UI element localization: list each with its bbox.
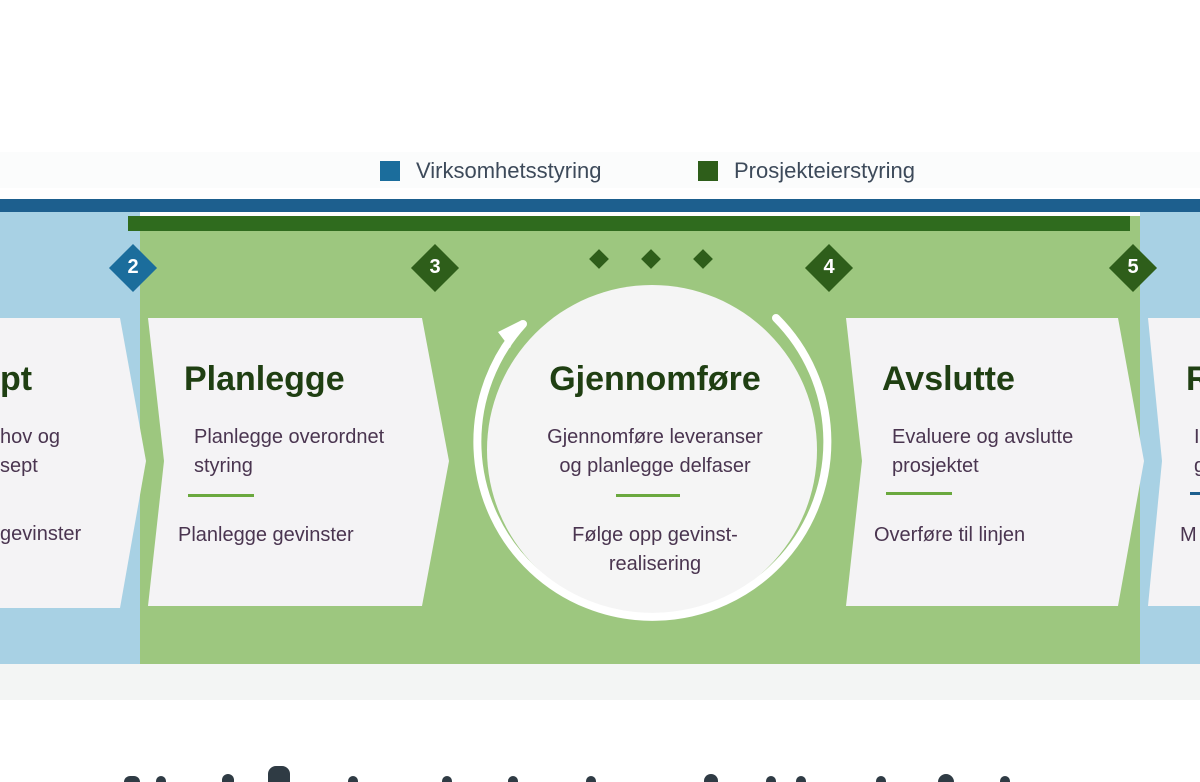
legend: Virksomhetsstyring Prosjekteierstyring [0, 152, 1200, 188]
card-shape [0, 318, 146, 608]
phase-title: R [1186, 360, 1200, 398]
phase-card-right-partial: R I g M [1146, 318, 1200, 608]
legend-label: Virksomhetsstyring [416, 158, 602, 183]
phase-sub: M [1180, 524, 1197, 546]
milestone-number: 5 [1127, 256, 1139, 278]
phase-line-1: I [1194, 426, 1200, 448]
prosjekteierstyring-bar [128, 216, 1130, 231]
phase-line-2: styring [194, 455, 253, 477]
phase-sub-2: realisering [608, 553, 702, 575]
legend-label: Prosjekteierstyring [734, 158, 915, 183]
gjennomfore-circle [487, 285, 817, 615]
cycle-arrow [473, 314, 832, 621]
phase-sub: gevinster [0, 523, 82, 545]
legend-item-prosjekteierstyring: Prosjekteierstyring [698, 158, 915, 184]
phase-line-2: og planlegge delfaser [559, 455, 751, 477]
card-shape [1148, 318, 1200, 606]
phase-title: Avslutte [882, 360, 1015, 398]
phase-divider [1190, 492, 1200, 495]
milestone-number: 3 [429, 256, 441, 278]
phase-line-1: Gjennomføre leveranser [547, 426, 763, 448]
phase-title: Planlegge [184, 360, 345, 398]
phase-line-1: hov og [0, 426, 61, 448]
bottom-strip [0, 664, 1200, 700]
phase-divider [616, 494, 680, 497]
milestone-number: 4 [823, 256, 835, 278]
phase-card-left-partial: pt hov og sept gevinster [0, 318, 160, 608]
card-shape [846, 318, 1144, 606]
legend-swatch-green [698, 161, 718, 181]
phase-line-2: prosjektet [892, 455, 979, 477]
phase-sub: Overføre til linjen [874, 524, 1026, 546]
cut-off-heading [120, 758, 1080, 782]
phase-sub-1: Følge opp gevinst- [572, 524, 738, 546]
legend-swatch-blue [380, 161, 400, 181]
phase-card-avslutte: Avslutte Evaluere og avslutte prosjektet… [844, 318, 1154, 608]
phase-line-2: sept [0, 455, 38, 477]
card-shape [148, 318, 449, 606]
phase-line-1: Evaluere og avslutte [892, 426, 1074, 448]
phase-card-planlegge: Planlegge Planlegge overordnet styring P… [146, 318, 456, 608]
phase-sub: Planlegge gevinster [178, 524, 354, 546]
milestone-number: 2 [127, 256, 139, 278]
virksomhetsstyring-bar [0, 199, 1200, 212]
phase-line-2: g [1194, 455, 1200, 477]
phase-title: Gjennomføre [549, 360, 761, 398]
phase-title: pt [0, 360, 33, 398]
phase-divider [886, 492, 952, 495]
phase-line-1: Planlegge overordnet [194, 426, 385, 448]
legend-item-virksomhetsstyring: Virksomhetsstyring [380, 158, 601, 184]
phase-divider [188, 494, 254, 497]
